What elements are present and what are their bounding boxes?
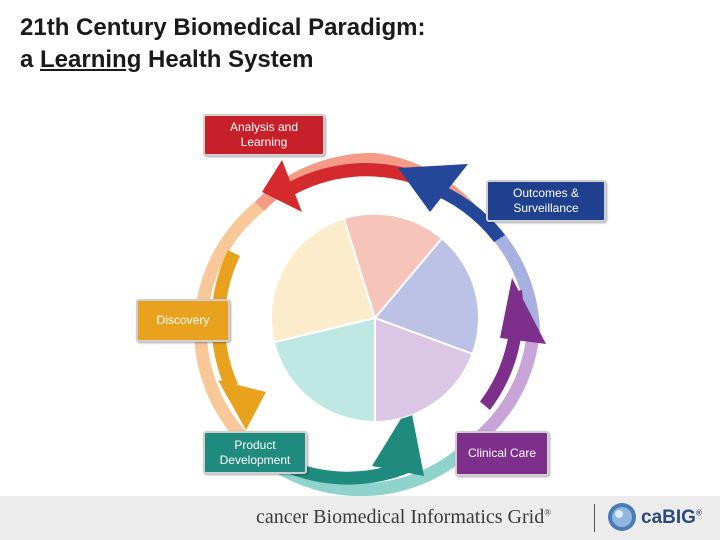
label-outcomes-text: Outcomes & Surveillance <box>512 186 580 215</box>
arrow-head-discovery <box>218 380 266 430</box>
arrow-head-analysis <box>262 160 302 212</box>
pie-slice-outcomes <box>375 239 478 354</box>
ring-segment-clinical <box>470 330 540 445</box>
cabig-logo-registered: ® <box>695 508 702 518</box>
slide-title: 21th Century Biomedical Paradigm: a Lear… <box>20 12 425 76</box>
label-product-development: Product Development <box>203 431 307 474</box>
arrow-head-product <box>372 404 424 476</box>
cabig-logo-text: caBIG® <box>641 507 702 529</box>
pie-slice-analysis <box>344 214 442 318</box>
cabig-globe-icon <box>608 503 636 531</box>
label-clinical-text: Clinical Care <box>467 446 537 460</box>
label-analysis-text: Analysis and Learning <box>229 120 299 149</box>
band-outcomes <box>424 180 505 242</box>
pie-slice-clinical <box>375 318 472 421</box>
band-discovery <box>211 250 240 390</box>
label-discovery-text: Discovery <box>156 313 210 327</box>
pie-slice-discovery <box>271 219 375 342</box>
label-analysis-and-learning: Analysis and Learning <box>203 114 325 156</box>
arrow-head-outcomes <box>398 164 468 212</box>
footer-divider <box>594 504 595 532</box>
footer-brand-registered: ® <box>544 507 552 518</box>
title-line-2-prefix: a <box>20 46 41 73</box>
footer-bar: cancer Biomedical Informatics Grid® caBI… <box>0 496 720 540</box>
label-product-text: Product Development <box>219 437 291 467</box>
label-clinical-care: Clinical Care <box>455 431 549 476</box>
band-product <box>280 456 420 485</box>
pie-dividers <box>274 219 472 421</box>
cabig-logo-name: caBIG <box>641 507 696 528</box>
ring-segment-discovery <box>194 201 264 456</box>
title-line-2-suffix: Health System <box>141 46 314 73</box>
band-analysis <box>282 163 425 198</box>
title-underlined-word: Learning <box>40 46 142 73</box>
label-outcomes-and-surveillance: Outcomes & Surveillance <box>486 180 606 222</box>
pie-slice-product <box>274 318 375 421</box>
title-line-1: 21th Century Biomedical Paradigm: <box>20 14 426 41</box>
label-discovery: Discovery <box>136 299 230 342</box>
footer-brand-text: cancer Biomedical Informatics Grid® <box>256 506 551 529</box>
ring-segment-product <box>252 436 481 497</box>
arrow-head-clinical <box>500 278 546 344</box>
footer-brand-name: cancer Biomedical Informatics Grid <box>256 506 545 528</box>
